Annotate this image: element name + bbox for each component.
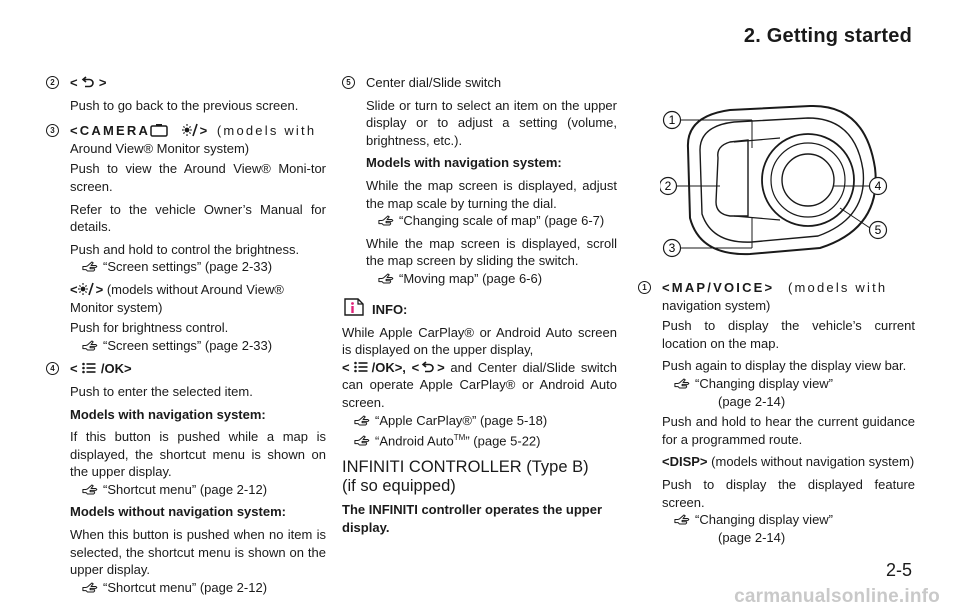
page-header-title: 2. Getting started (743, 25, 912, 47)
diagram-label-3: 3 (669, 241, 676, 255)
reference-shortcut-menu[interactable]: “Shortcut menu” (page 2-12) (70, 481, 326, 499)
item-enter-button: 4 < /OK> Push to enter the selected item… (46, 360, 326, 596)
enter-desc: Push to enter the selected item. (70, 383, 253, 399)
page-number: 2-5 (885, 560, 912, 580)
controller-diagram: 1 2 3 4 5 (638, 98, 915, 273)
item-map-voice-button: 1 <MAP/VOICE> (models with navigation sy… (638, 279, 915, 546)
camera-desc-2: Refer to the vehicle Owner’s Manual for … (70, 201, 326, 235)
reference-hand-icon (354, 434, 372, 446)
info-block-heading: INFO: (342, 296, 617, 318)
back-button-description: Push to go back to the previous screen. (70, 97, 299, 113)
reference-hand-icon (378, 272, 396, 284)
list-icon (353, 360, 369, 374)
camera-key-label: <CAMERA (70, 123, 151, 139)
section-title: INFINITI CONTROLLER (Type B) (if so equi… (342, 458, 589, 496)
reference-screen-settings[interactable]: “Screen settings” (page 2-33) (70, 337, 326, 355)
map-voice-models-note-cont: navigation system) (662, 297, 771, 313)
center-dial-desc: Slide or turn to select an item on the u… (366, 97, 617, 148)
info-text: While Apple CarPlay® or Android Auto scr… (342, 324, 617, 410)
item-camera-button: 3 <CAMERA > (models with Around View® Mo… (46, 122, 326, 354)
diagram-label-4: 4 (875, 179, 882, 193)
disp-key-label: <DISP> (662, 454, 708, 470)
brightness-desc: Push for brightness control. (70, 320, 229, 336)
reference-hand-icon (82, 260, 100, 272)
back-arrow-icon (81, 75, 95, 89)
reference-shortcut-menu[interactable]: “Shortcut menu” (page 2-12) (70, 579, 326, 597)
item-number: 1 (638, 281, 651, 294)
infiniti-controller-illustration: 1 2 3 4 5 (660, 104, 888, 258)
section-intro: The INFINITI controller operates the upp… (342, 502, 603, 535)
info-icon (344, 297, 364, 316)
camera-icon (150, 123, 168, 137)
reference-hand-icon (378, 214, 396, 226)
reference-hand-icon (82, 581, 100, 593)
map-voice-desc-2: Push again to display the display view b… (662, 358, 907, 374)
diagram-label-2: 2 (665, 179, 672, 193)
watermark-text: carmanualsonline.info (734, 586, 940, 607)
reference-moving-map[interactable]: “Moving map” (page 6-6) (366, 270, 617, 288)
disp-models-note: (models without navigation system) (711, 454, 915, 470)
map-scale-desc: While the map screen is displayed, adjus… (366, 177, 617, 211)
item-number: 3 (46, 124, 59, 138)
reference-screen-settings[interactable]: “Screen settings” (page 2-33) (70, 258, 326, 276)
item-number: 2 (46, 76, 59, 89)
camera-desc-1: Push to view the Around View® Moni-tor s… (70, 161, 326, 194)
list-icon (81, 361, 97, 375)
item-center-dial: 5 Center dial/Slide switch Slide or turn… (342, 74, 617, 288)
reference-hand-icon (82, 483, 100, 495)
item-back-button: 2 < > Push to go back to the previous sc… (46, 74, 326, 114)
reference-map-scale[interactable]: “Changing scale of map” (page 6-7) (366, 212, 617, 230)
back-button-label: < > (70, 75, 107, 90)
map-voice-desc-3: Push and hold to hear the current guidan… (662, 414, 915, 447)
center-dial-title: Center dial/Slide switch (366, 75, 502, 90)
map-scroll-desc: While the map screen is displayed, scrol… (366, 235, 617, 269)
brightness-icon (182, 123, 200, 137)
reference-hand-icon (674, 377, 692, 389)
enter-nav-desc: If this button is pushed while a map is … (70, 429, 326, 480)
nav-models-heading: Models with navigation system: (70, 406, 266, 422)
column-right: 1 2 3 4 5 1 <MAP/VOICE> (models with nav… (638, 28, 915, 551)
back-arrow-icon (421, 360, 435, 374)
diagram-label-1: 1 (669, 113, 676, 127)
reference-apple-carplay[interactable]: “Apple CarPlay®” (page 5-18) (342, 412, 617, 430)
reference-android-auto[interactable]: “Android AutoTM” (page 5-22) (342, 429, 617, 450)
enter-key-label: < /OK> (70, 361, 132, 377)
brightness-icon (78, 282, 96, 296)
item-number: 5 (342, 76, 355, 89)
reference-hand-icon (82, 339, 100, 351)
reference-display-view[interactable]: “Changing display view” (page 2-14) (662, 511, 915, 546)
reference-hand-icon (674, 513, 692, 525)
camera-desc-3: Push and hold to control the brightness. (70, 241, 300, 257)
reference-hand-icon (354, 414, 372, 426)
camera-models-note: (models with (216, 123, 317, 139)
nonav-models-heading: Models without navigation system: (70, 504, 286, 520)
column-left: 2 < > Push to go back to the previous sc… (46, 74, 326, 601)
nav-models-heading: Models with navigation system: (366, 155, 562, 171)
diagram-label-5: 5 (875, 223, 882, 237)
brightness-models-note: (models without Around View® Monitor sys… (70, 281, 284, 315)
enter-nonav-desc: When this button is pushed when no item … (70, 527, 326, 578)
map-voice-desc-1: Push to display the vehicle’s current lo… (662, 318, 915, 351)
camera-models-note-cont: Around View® Monitor system) (70, 140, 250, 156)
map-voice-models-note: (models with (787, 280, 888, 295)
disp-desc: Push to display the displayed feature sc… (662, 476, 915, 510)
map-voice-key-label: <MAP/VOICE> (662, 280, 775, 295)
reference-display-view[interactable]: “Changing display view” (page 2-14) (662, 375, 915, 410)
item-number: 4 (46, 362, 59, 376)
column-middle: 5 Center dial/Slide switch Slide or turn… (342, 74, 617, 541)
